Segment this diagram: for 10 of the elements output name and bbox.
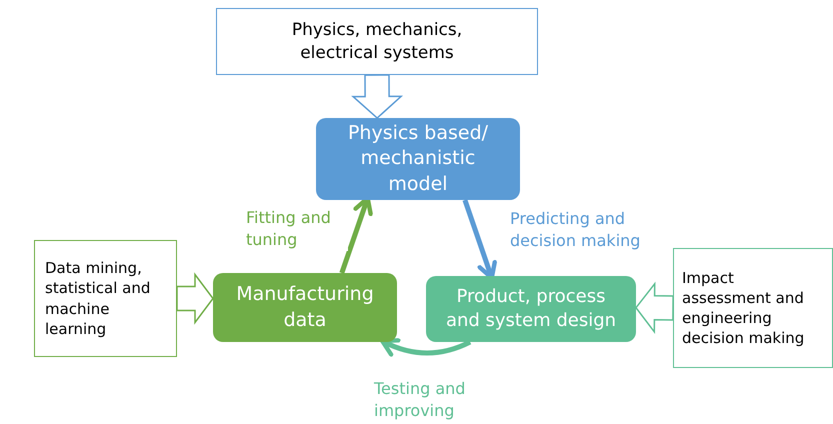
- arrow: [380, 338, 472, 357]
- block-arrow: [351, 74, 404, 119]
- block-arrow: [176, 272, 214, 325]
- process-box: Product, process and system design: [426, 276, 636, 342]
- block-arrow: [635, 282, 674, 334]
- text-box: Impact assessment and engineering decision making: [673, 248, 833, 368]
- text-box: Physics, mechanics, electrical systems: [216, 8, 538, 75]
- text-box: Data mining, statistical and machine learning: [34, 240, 177, 357]
- process-box: Manufacturing data: [213, 273, 397, 342]
- process-box: Physics based/ mechanistic model: [316, 118, 520, 200]
